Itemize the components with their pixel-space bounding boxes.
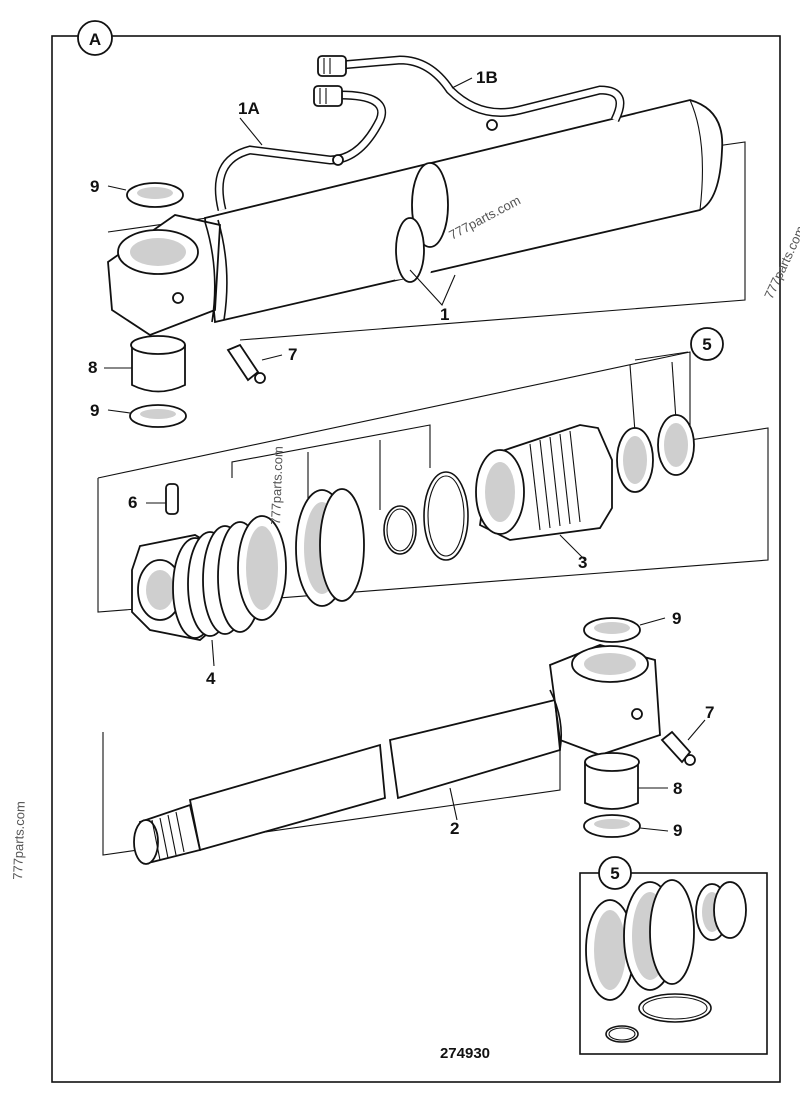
callout-6: 6 — [128, 493, 137, 512]
lower-small-parts — [583, 617, 706, 838]
callout-3: 3 — [578, 553, 587, 572]
callout-7-left: 7 — [288, 345, 297, 364]
seal-kit-inset — [579, 856, 768, 1055]
outer-frame — [51, 35, 781, 1083]
watermark-left: 777parts.com — [10, 801, 28, 880]
inset-label: 5 — [610, 864, 619, 883]
figure-number: 274930 — [440, 1045, 490, 1062]
callout-4: 4 — [206, 669, 216, 688]
callout-5: 5 — [702, 335, 711, 354]
callout-1a: 1A — [238, 99, 260, 118]
callout-8-right: 8 — [673, 779, 682, 798]
section-letter-badge: A — [77, 20, 113, 56]
cylinder-barrel — [107, 99, 746, 341]
callout-1b: 1B — [476, 68, 498, 87]
callout-9-right-top: 9 — [672, 609, 681, 628]
section-letter: A — [89, 30, 101, 49]
callout-9-top: 9 — [90, 177, 99, 196]
callout-8-left: 8 — [88, 358, 97, 377]
callout-2: 2 — [450, 819, 459, 838]
upper-small-parts — [104, 182, 283, 428]
callout-1: 1 — [440, 305, 449, 324]
piston-seal-group — [97, 351, 769, 667]
callout-9-left: 9 — [90, 401, 99, 420]
hydraulic-pipes — [214, 55, 625, 212]
callout-9-right-bottom: 9 — [673, 821, 682, 840]
callout-5-badge: 5 — [690, 327, 724, 361]
piston-rod — [102, 644, 661, 865]
callout-7-right: 7 — [705, 703, 714, 722]
watermark-center: 777parts.com — [268, 446, 286, 525]
